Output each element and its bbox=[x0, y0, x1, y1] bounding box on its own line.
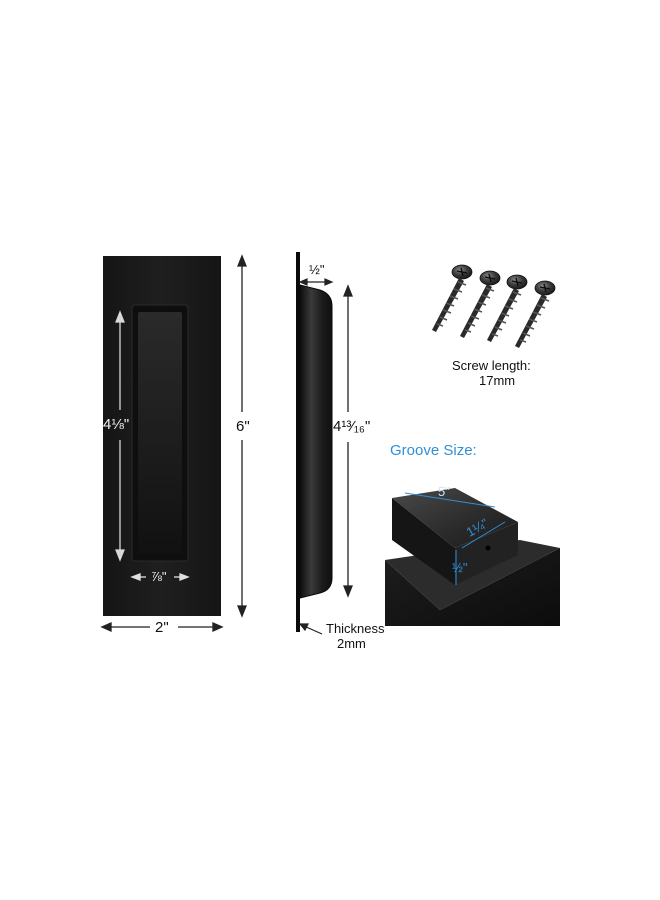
groove-title: Groove Size: bbox=[390, 442, 477, 459]
recess-height-dimension bbox=[115, 310, 125, 562]
thickness-label: Thickness bbox=[326, 621, 385, 636]
screw-caption-line1: Screw length: bbox=[452, 358, 531, 373]
groove-length-label: 5" bbox=[438, 484, 450, 499]
screw-caption-line2: 17mm bbox=[479, 373, 516, 388]
side-flange bbox=[296, 252, 300, 632]
depth-dimension bbox=[298, 278, 334, 286]
groove-depth-label: ½" bbox=[452, 560, 468, 575]
depth-label: ½" bbox=[309, 262, 325, 277]
width-label: 2" bbox=[155, 619, 169, 636]
thickness-value: 2mm bbox=[337, 636, 366, 651]
height-label: 6" bbox=[236, 418, 250, 435]
side-height-dimension bbox=[343, 284, 353, 598]
groove-width-dimension bbox=[461, 521, 506, 549]
height-dimension bbox=[237, 254, 247, 618]
thickness-pointer bbox=[298, 623, 323, 635]
side-body bbox=[299, 284, 333, 599]
side-recess-height-label: 4¹³⁄₁₆" bbox=[333, 418, 371, 435]
recess-width-dimension bbox=[130, 573, 190, 581]
width-dimension bbox=[100, 621, 224, 633]
groove-length-dimension bbox=[404, 492, 496, 508]
groove-photo bbox=[385, 478, 560, 628]
recess-height-label: 4⅛" bbox=[103, 416, 130, 433]
groove-plate bbox=[385, 548, 560, 626]
recess-width-label: ⅞" bbox=[151, 569, 167, 584]
